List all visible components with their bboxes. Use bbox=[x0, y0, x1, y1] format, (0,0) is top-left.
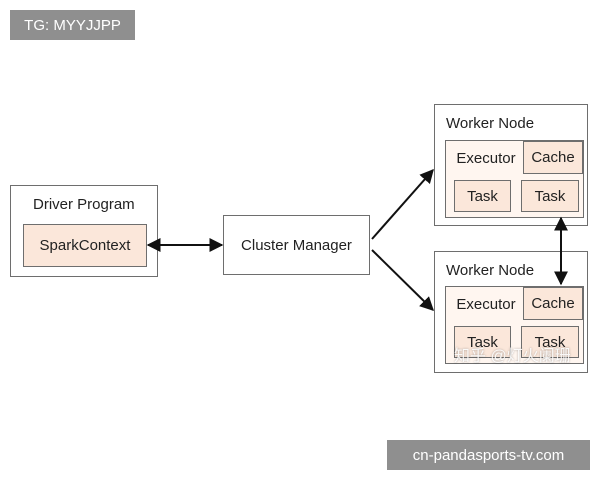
executor-label-1: Executor bbox=[456, 149, 516, 167]
task-box-2a: Task bbox=[454, 326, 511, 358]
driver-program-title: Driver Program bbox=[33, 196, 135, 213]
watermark-top-left: TG: MYYJJPP bbox=[10, 10, 135, 40]
executor-group-1: Executor Cache Task Task bbox=[445, 140, 584, 218]
driver-program-box: Driver Program SparkContext bbox=[10, 185, 158, 277]
cluster-manager-box: Cluster Manager bbox=[223, 215, 370, 275]
spark-context-box: SparkContext bbox=[23, 224, 147, 267]
executor-label-2: Executor bbox=[456, 295, 516, 313]
arrow-cluster-worker1 bbox=[371, 168, 434, 240]
zhihu-watermark: 知乎 @灯火阑珊 bbox=[454, 348, 571, 365]
task-box-2b: Task bbox=[521, 326, 579, 358]
worker-node-1: Worker Node Executor Cache Task Task bbox=[434, 104, 588, 226]
task-box-1b: Task bbox=[521, 180, 579, 212]
arrow-cluster-worker2 bbox=[371, 249, 434, 311]
cache-box-1: Cache bbox=[523, 141, 583, 174]
worker-node-2-title: Worker Node bbox=[446, 262, 535, 279]
worker-node-2: Worker Node Executor Cache Task Task bbox=[434, 251, 588, 373]
task-box-1a: Task bbox=[454, 180, 511, 212]
worker-node-1-title: Worker Node bbox=[446, 115, 535, 132]
executor-group-2: Executor Cache Task Task bbox=[445, 286, 584, 364]
cache-box-2: Cache bbox=[523, 287, 583, 320]
watermark-bottom-right: cn-pandasports-tv.com bbox=[387, 440, 590, 470]
